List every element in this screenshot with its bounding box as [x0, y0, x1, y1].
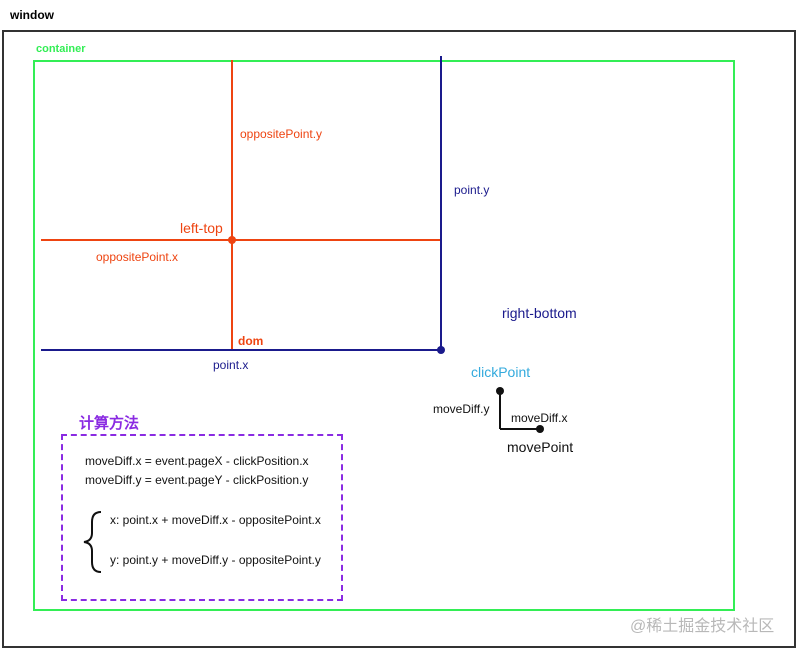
- method-box: [61, 434, 343, 601]
- method-line-4: y: point.y + moveDiff.y - oppositePoint.…: [110, 553, 321, 567]
- click-point-dot: [496, 387, 504, 395]
- move-point-dot: [536, 425, 544, 433]
- dom-label: dom: [238, 334, 264, 348]
- method-line-3: x: point.x + moveDiff.x - oppositePoint.…: [110, 513, 321, 527]
- container-frame: [33, 60, 735, 611]
- move-diff-y-label: moveDiff.y: [433, 402, 490, 416]
- point-x-label: point.x: [213, 358, 249, 372]
- window-label: window: [10, 8, 54, 22]
- move-diff-x-label: moveDiff.x: [511, 411, 568, 425]
- move-point-label: movePoint: [507, 439, 574, 455]
- left-top-dot: [228, 236, 236, 244]
- click-point-label: clickPoint: [471, 364, 531, 380]
- watermark: @稀土掘金技术社区: [630, 618, 775, 635]
- opposite-point-x-label: oppositePoint.x: [96, 250, 179, 264]
- curly-brace: [83, 511, 102, 573]
- right-bottom-dot: [437, 346, 445, 354]
- left-top-label: left-top: [180, 220, 223, 236]
- method-line-1: moveDiff.x = event.pageX - clickPosition…: [85, 454, 309, 468]
- container-label: container: [36, 43, 86, 55]
- opposite-point-y-label: oppositePoint.y: [240, 127, 323, 141]
- point-y-label: point.y: [454, 183, 490, 197]
- right-bottom-label: right-bottom: [502, 305, 577, 321]
- method-title: 计算方法: [79, 415, 140, 432]
- method-line-2: moveDiff.y = event.pageY - clickPosition…: [85, 473, 309, 487]
- window-frame: [2, 30, 796, 648]
